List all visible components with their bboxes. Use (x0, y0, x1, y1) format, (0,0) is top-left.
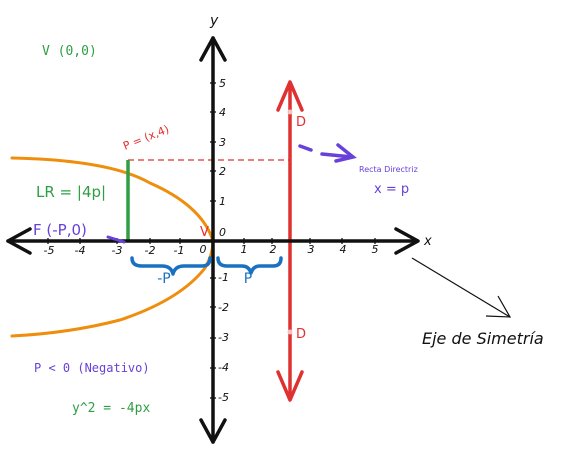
x-tick-label: -4 (75, 244, 86, 257)
x-tick-label: 1 (241, 243, 248, 256)
y-tick-label: 0 (219, 226, 226, 239)
point-label: P = (x,4) (121, 123, 171, 153)
x-tick-label: 3 (308, 243, 315, 256)
focus-pointer-arrow (106, 235, 126, 244)
pos-p-label: P (244, 271, 252, 287)
directrix-top-label: D (296, 115, 306, 130)
y-tick-label: -5 (218, 391, 229, 404)
x-tick-label: 5 (372, 243, 379, 256)
x-tick-label: -5 (44, 244, 55, 257)
neg-p-brace (130, 256, 212, 276)
focus-label: F (-P,0) (33, 221, 87, 239)
directrix-equation: x = p (374, 182, 409, 197)
y-tick-label: 4 (219, 106, 226, 119)
symmetry-axis-label: Eje de Simetría (422, 329, 544, 348)
y-tick-label: -2 (218, 301, 229, 314)
y-tick-label: 2 (219, 165, 226, 178)
directrix-pointer-arrow (298, 143, 357, 163)
y-tick-label: -4 (218, 361, 229, 374)
x-tick-label: -2 (145, 244, 156, 257)
y-tick-label: -3 (218, 331, 229, 344)
x-tick-label: -1 (174, 244, 185, 257)
vertex-mark-label: V (200, 225, 209, 240)
x-tick-label: 4 (340, 243, 347, 256)
y-axis-name: y (209, 13, 219, 29)
x-tick-label: 2 (270, 243, 277, 256)
y-tick-label: 3 (219, 136, 226, 149)
y-tick-label: 1 (219, 195, 226, 208)
x-tick-label: 0 (200, 243, 207, 256)
directrix-caption: Recta Directriz (359, 165, 418, 174)
vertex-coordinate-label: V (0,0) (42, 44, 97, 59)
latus-rectum-label: LR = |4p| (36, 183, 106, 201)
x-tick-label: -3 (112, 244, 123, 257)
neg-p-label: -P (157, 271, 171, 287)
equation-label: y^2 = -4px (72, 401, 150, 416)
condition-label: P < 0 (Negativo) (34, 361, 150, 375)
x-axis-name: x (423, 234, 432, 249)
directrix-bottom-label: D (296, 327, 306, 342)
y-tick-label: -1 (218, 271, 229, 284)
symmetry-axis-pointer-arrow (411, 257, 512, 318)
y-tick-marks (210, 82, 216, 399)
y-tick-label: 5 (219, 77, 226, 90)
pos-p-brace (216, 256, 283, 275)
y-axis (199, 36, 227, 444)
